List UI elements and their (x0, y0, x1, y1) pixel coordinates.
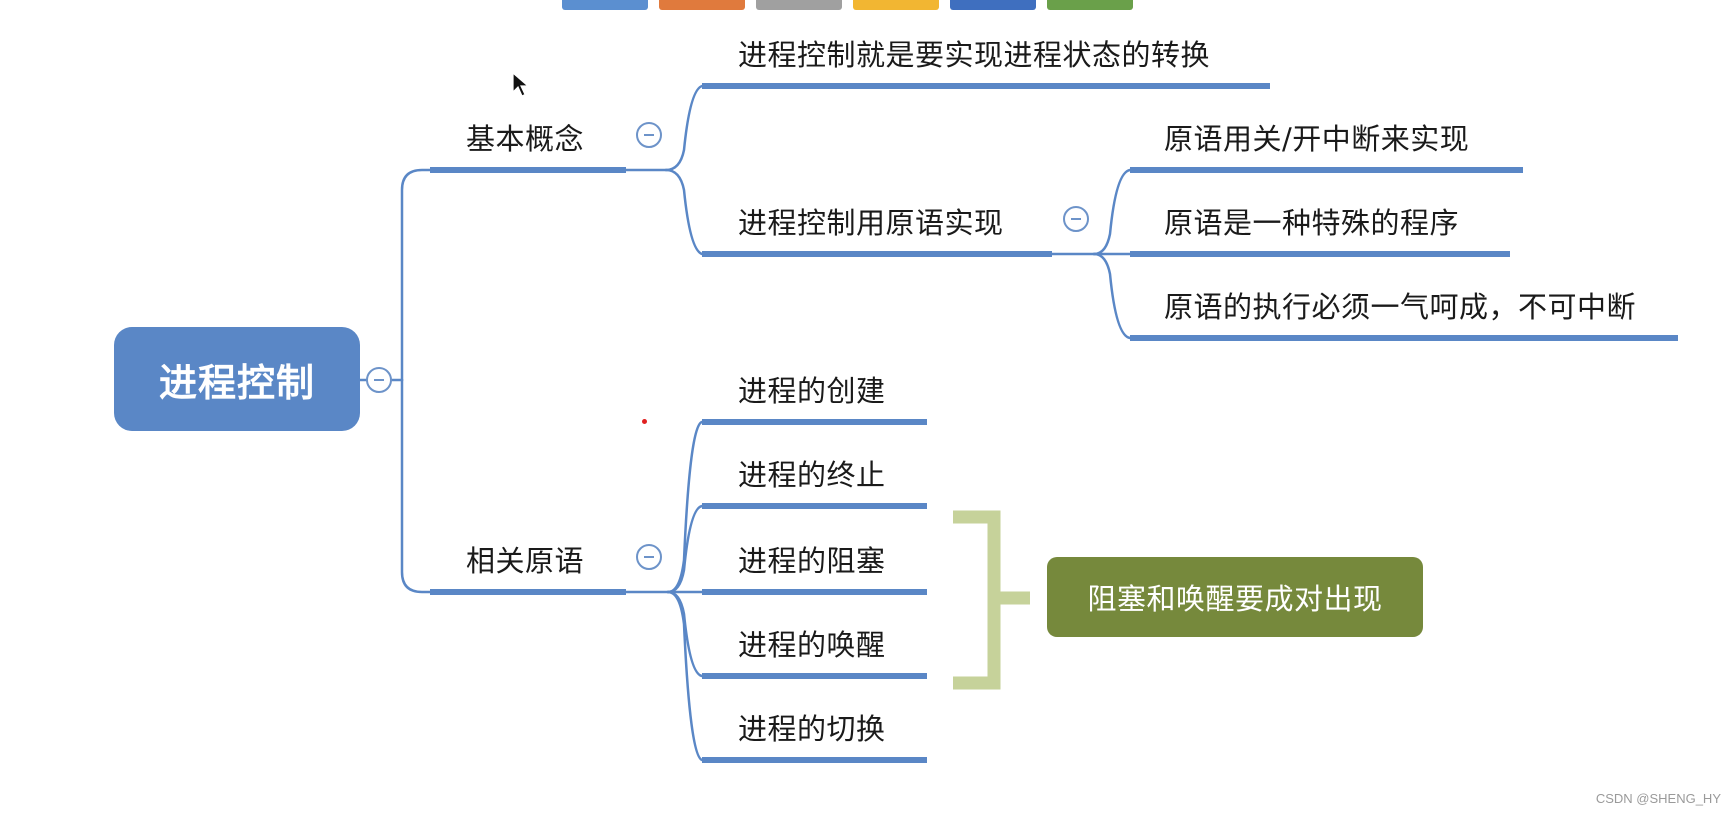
gray-swatch[interactable] (756, 0, 842, 10)
node-atomic-execution[interactable]: 原语的执行必须一气呵成，不可中断 (1164, 290, 1637, 324)
collapse-toggle-root[interactable] (366, 367, 392, 393)
connector-impl-to-1 (1092, 168, 1132, 256)
connector-basic-to-c2 (664, 168, 704, 256)
connector-impl-to-3 (1092, 252, 1132, 340)
branch-related-primitives[interactable]: 相关原语 (466, 544, 585, 578)
connector-prim-to-5 (666, 590, 704, 762)
node-process-wakeup[interactable]: 进程的唤醒 (738, 628, 886, 662)
connector-root-to-basic (400, 168, 432, 382)
collapse-toggle-primitives[interactable] (636, 544, 662, 570)
branch-basic-concept[interactable]: 基本概念 (466, 122, 585, 156)
node-primitive-implementation[interactable]: 进程控制用原语实现 (738, 206, 1004, 240)
node-special-program[interactable]: 原语是一种特殊的程序 (1164, 206, 1460, 240)
darkblue-swatch[interactable] (950, 0, 1036, 10)
node-process-terminate[interactable]: 进程的终止 (738, 458, 886, 492)
connector-root-to-primitives (400, 378, 432, 594)
summary-callout[interactable]: 阻塞和唤醒要成对出现 (1047, 557, 1423, 637)
collapse-toggle-impl[interactable] (1063, 206, 1089, 232)
orange-swatch[interactable] (659, 0, 745, 10)
node-process-switch[interactable]: 进程的切换 (738, 712, 886, 746)
mouse-cursor-icon (512, 72, 530, 97)
node-interrupt-toggle[interactable]: 原语用关/开中断来实现 (1164, 122, 1470, 156)
watermark: CSDN @SHENG_HY (1595, 791, 1721, 806)
connector-prim-to-2 (666, 504, 704, 594)
node-process-block[interactable]: 进程的阻塞 (738, 544, 886, 578)
connector-basic-to-c1 (664, 84, 704, 172)
yellow-swatch[interactable] (853, 0, 939, 10)
node-state-transition[interactable]: 进程控制就是要实现进程状态的转换 (738, 38, 1211, 72)
root-label: 进程控制 (158, 360, 315, 405)
pointer-dot (642, 419, 647, 424)
summary-callout-label: 阻塞和唤醒要成对出现 (1087, 582, 1383, 616)
root-node[interactable]: 进程控制 (114, 327, 360, 431)
node-process-create[interactable]: 进程的创建 (738, 374, 886, 408)
summary-bracket (953, 510, 1030, 690)
blue-swatch[interactable] (562, 0, 648, 10)
green-swatch[interactable] (1047, 0, 1133, 10)
collapse-toggle-basic[interactable] (636, 122, 662, 148)
